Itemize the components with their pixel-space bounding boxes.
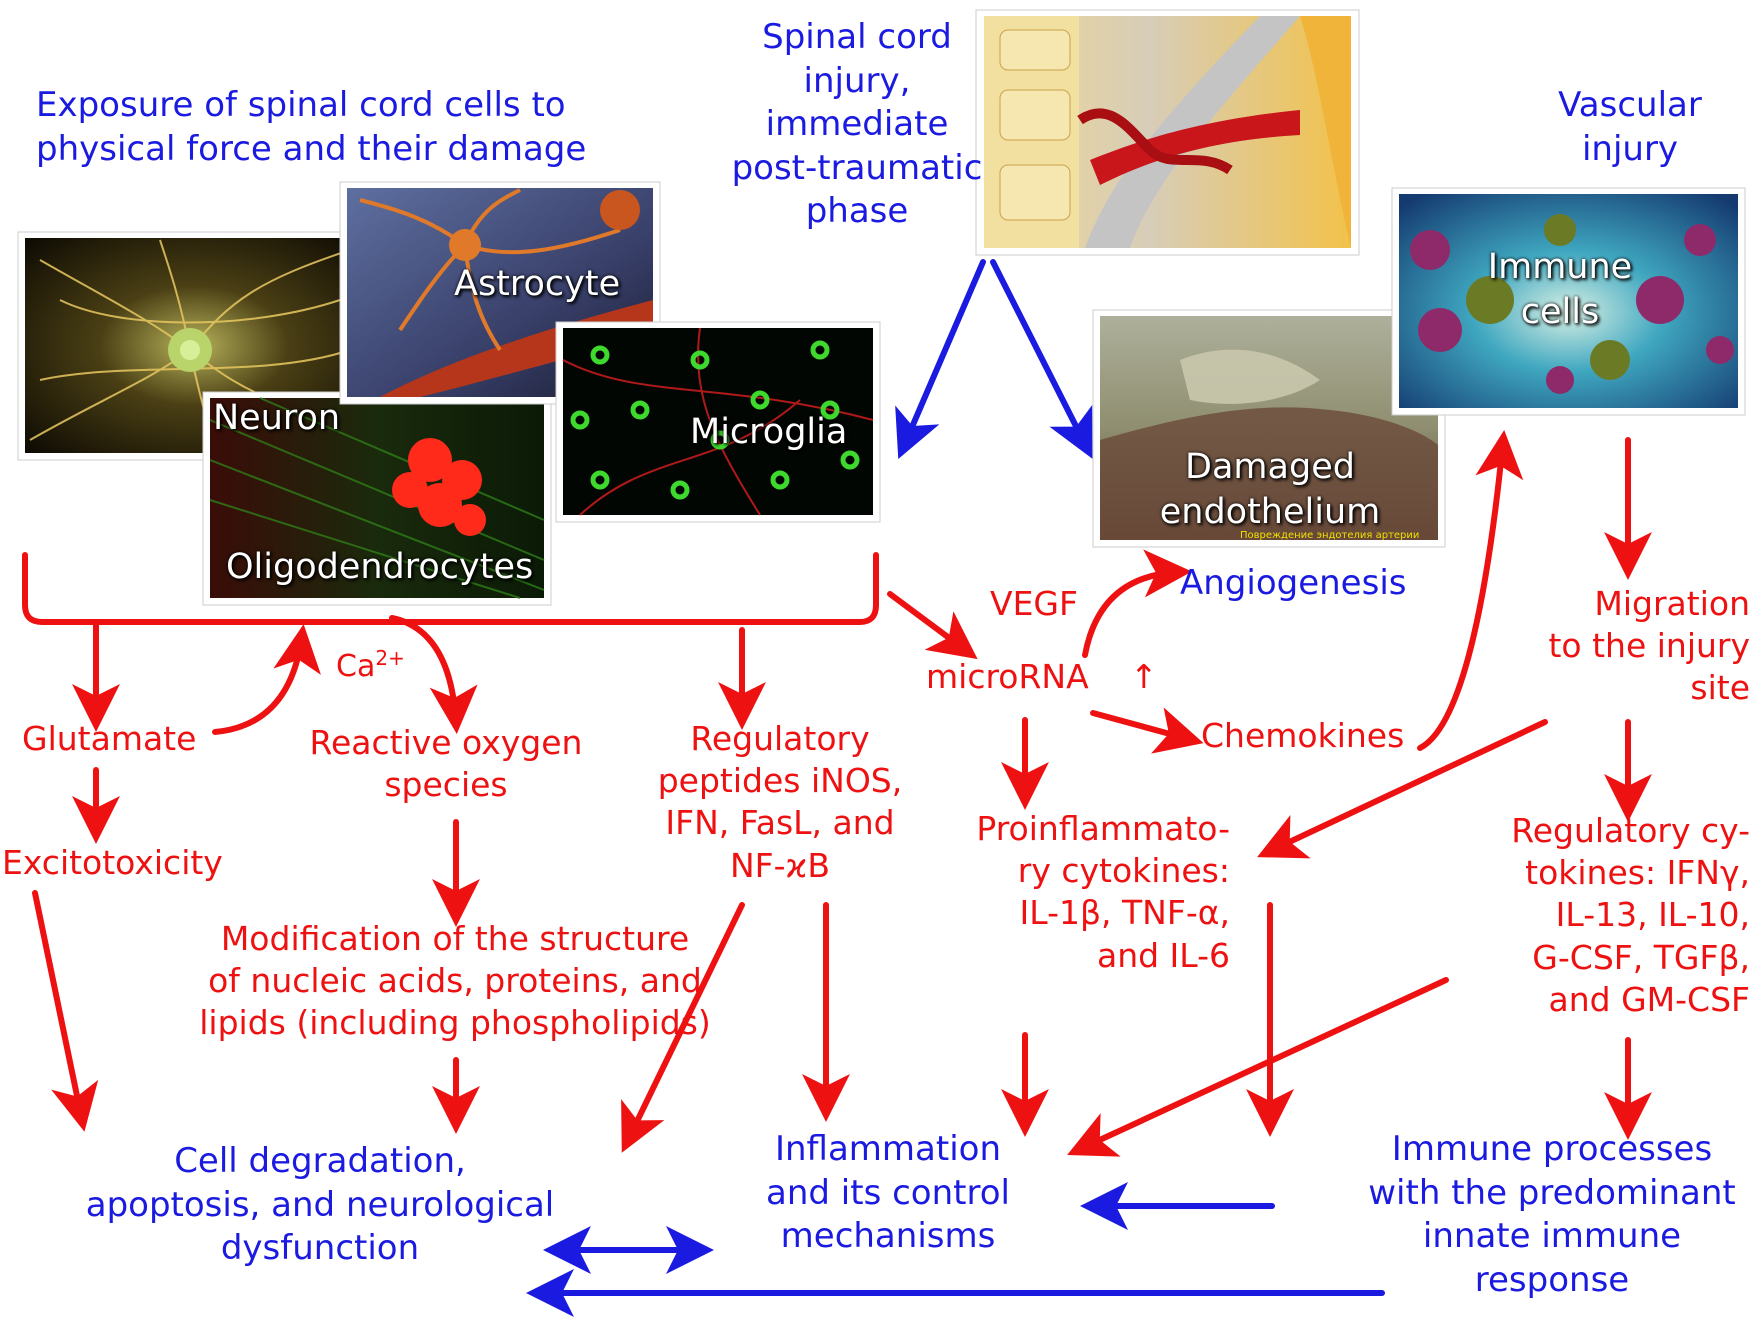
neuron-image <box>17 231 371 461</box>
node-chemokines: Chemokines <box>1201 716 1405 755</box>
ca-superscript: 2+ <box>375 646 405 670</box>
node-inflammation: Inflammation and its control mechanisms <box>766 1129 1010 1257</box>
arrow-sci-to-endothelium <box>990 259 1093 459</box>
arrow-regulatory-to-inflammation <box>1067 977 1449 1157</box>
heading-spinal-cord-injury: Spinal cord injury, immediate post-traum… <box>731 17 983 232</box>
node-reactive-oxygen-species: Reactive oxygen species <box>309 723 583 805</box>
arrow-excitotoxicity-to-degradation <box>32 890 99 1132</box>
node-excitotoxicity: Excitotoxicity <box>2 843 223 882</box>
arrow-glutamate-to-ca <box>212 624 321 735</box>
endothelium-image <box>1092 309 1446 548</box>
photo-label-microglia: Microglia <box>690 412 848 452</box>
heading-vascular-injury: Vascular injury <box>1558 85 1702 169</box>
node-cell-degradation: Cell degradation, apoptosis, and neurolo… <box>85 1141 555 1269</box>
photo-label-immune-cells: Immune cells <box>1487 247 1633 332</box>
photo-label-endothelium: Damaged endothelium <box>1159 447 1381 532</box>
node-regulatory-peptides: Regulatory peptides iNOS, IFN, FasL, and… <box>657 719 903 885</box>
photo-label-neuron: Neuron <box>213 398 341 438</box>
oligodendrocytes-image <box>202 391 552 606</box>
arrow-chemokines-to-immune-cells <box>1417 430 1524 751</box>
node-microrna: microRNA <box>926 657 1089 696</box>
node-modification: Modification of the structure of nucleic… <box>199 919 711 1043</box>
node-proinflammatory-cytokines: Proinflammato- ry cytokines: IL-1β, TNF-… <box>976 809 1230 975</box>
immune-cells-image <box>1391 187 1746 416</box>
arrow-microrna-to-chemokines <box>1090 707 1204 754</box>
arrow-bracket-to-ros <box>389 615 478 734</box>
bracket-line <box>22 552 879 625</box>
node-glutamate: Glutamate <box>22 719 197 758</box>
node-migration: Migration to the injury site <box>1548 584 1750 708</box>
arrow-peptides-to-degradation <box>621 902 745 1153</box>
node-vegf: VEGF <box>990 584 1078 623</box>
arrow-migration-to-proinflammatory <box>1257 719 1548 859</box>
photo-label-astrocyte: Astrocyte <box>454 264 621 304</box>
photo-label-oligodendrocytes: Oligodendrocytes <box>226 547 534 587</box>
photo-caption-endothelium: Повреждение эндотелия артерии <box>1240 530 1420 541</box>
node-immune-processes: Immune processes with the predominant in… <box>1368 1129 1736 1300</box>
spinal-cord-image <box>975 9 1360 256</box>
node-regulatory-cytokines: Regulatory cy- tokines: IFNγ, IL-13, IL-… <box>1511 811 1750 1019</box>
arrow-sci-to-cells <box>895 259 986 460</box>
microglia-image <box>555 321 881 523</box>
arrow-bracket-to-microrna <box>887 591 978 660</box>
ca-text: Ca <box>336 649 376 684</box>
node-angiogenesis: Angiogenesis <box>1180 563 1407 603</box>
node-ca: Ca2+ <box>336 646 405 686</box>
heading-exposure: Exposure of spinal cord cells to physica… <box>36 85 587 169</box>
arrow-vegf-to-angiogenesis <box>1082 549 1192 658</box>
node-up-arrow: ↑ <box>1130 657 1158 696</box>
